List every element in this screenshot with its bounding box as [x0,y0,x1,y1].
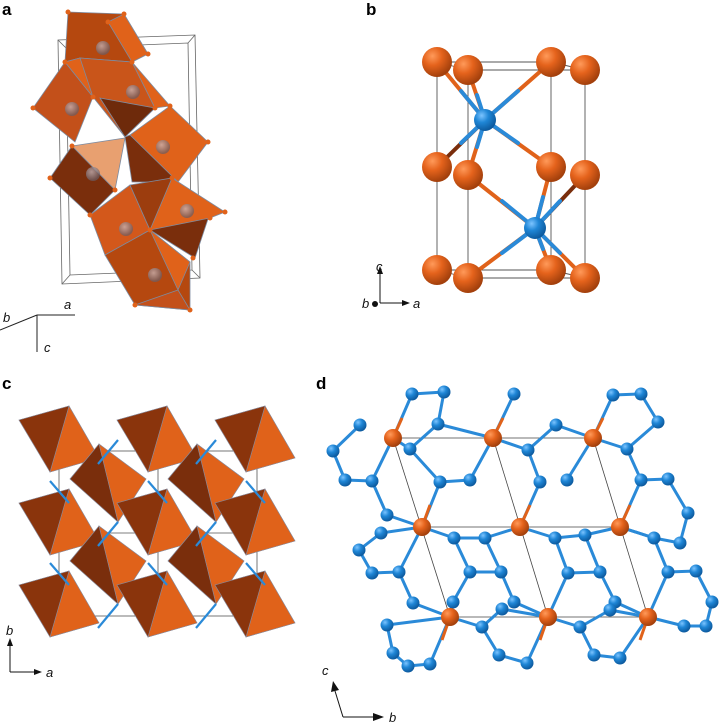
axis-label-b: b [362,296,369,311]
panel-label-a: a [2,0,12,19]
panel-label-c: c [2,374,12,393]
axis-label-a: a [46,665,53,680]
axis-indicator-a [0,314,75,352]
axis-label-b: b [389,710,396,724]
axis-label-a: a [413,296,420,311]
panel-c-structure: b a [6,405,296,680]
panel-a-structure: b a c [0,9,228,355]
orange-atoms-b [422,47,600,293]
octahedra-a [32,11,226,311]
axis-label-a: a [64,297,71,312]
octahedra-c [18,405,296,638]
unit-cell-a [57,34,201,285]
panel-label-d: d [316,374,327,393]
panel-d-structure: c b [322,385,719,724]
axis-label-c: c [322,663,329,678]
axis-indicator-c [7,638,42,675]
blue-atoms-d [326,385,719,673]
panel-label-b: b [366,0,377,19]
blue-atoms-b [474,109,546,239]
axis-label-b: b [3,310,10,325]
anion-dots-a [30,9,228,313]
axis-indicator-d [331,681,384,721]
axis-indicator-b [372,266,410,307]
axis-label-c: c [376,259,383,274]
blue-links-c [49,439,266,629]
axis-label-b: b [6,623,13,638]
panel-b-structure: c b a [362,47,600,311]
cation-spheres-a [65,41,194,282]
axis-label-c: c [44,340,51,355]
orange-atoms-d [384,429,657,626]
